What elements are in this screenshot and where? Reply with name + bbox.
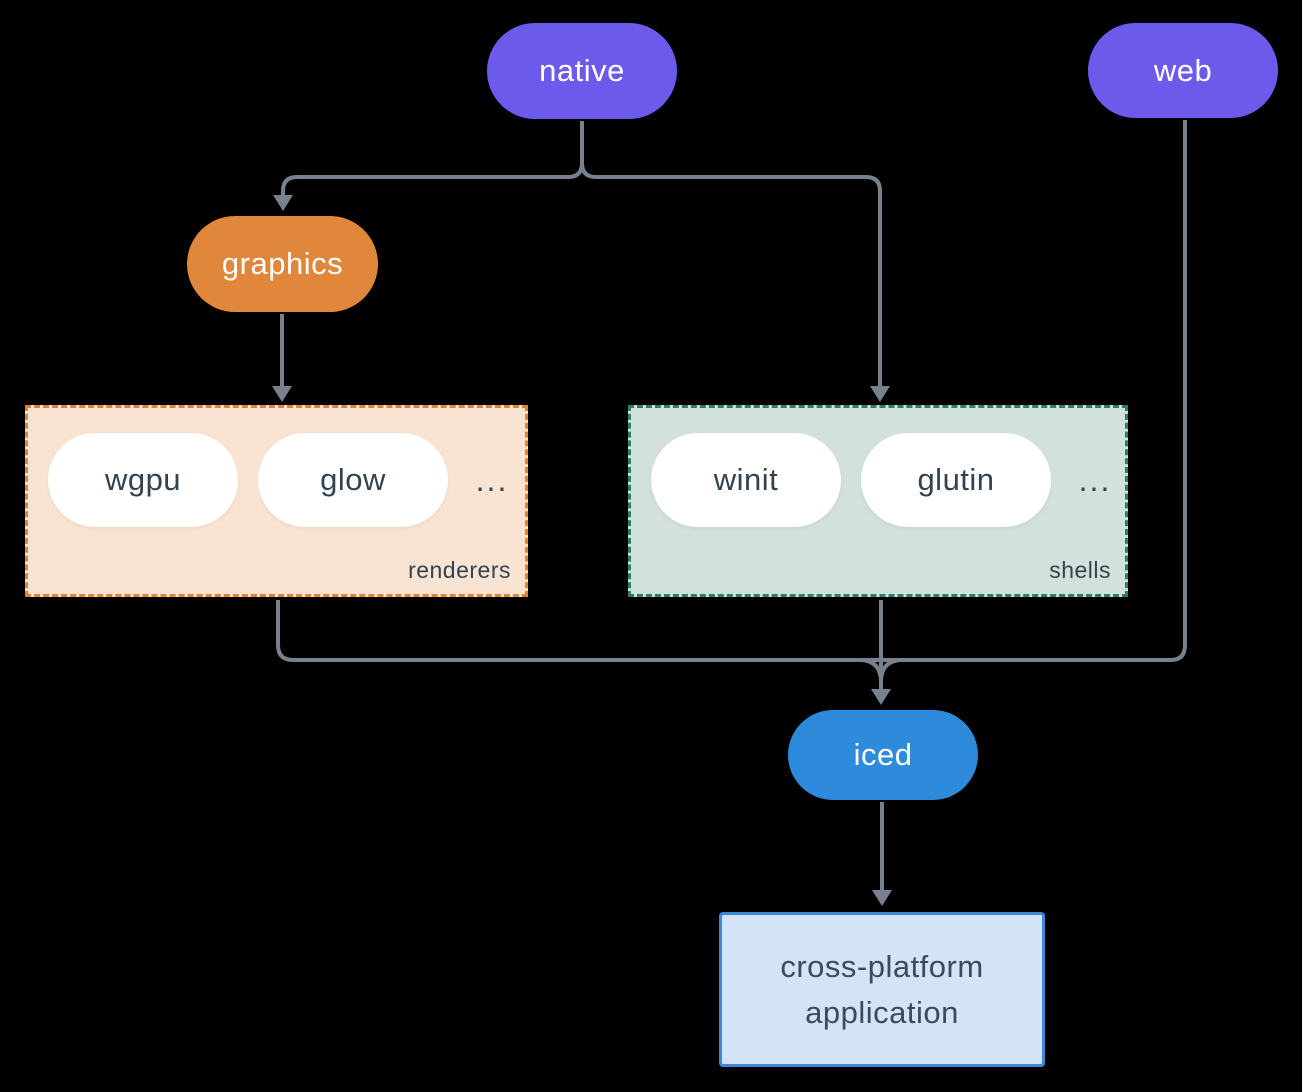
node-graphics-label: graphics — [221, 246, 344, 281]
group-shells: winit glutin ... shells — [628, 405, 1128, 597]
group-renderers: wgpu glow ... renderers — [25, 405, 528, 597]
node-iced: iced — [788, 710, 978, 800]
node-web-label: web — [1153, 52, 1213, 88]
node-winit: winit — [651, 433, 841, 527]
node-native: native — [487, 23, 677, 119]
node-glutin: glutin — [861, 433, 1051, 527]
edge-bus-merge-right — [879, 658, 902, 683]
edge-native-to-graphics — [281, 121, 584, 195]
shells-group-label: shells — [1049, 557, 1111, 583]
node-glutin-label: glutin — [917, 462, 995, 497]
node-graphics: graphics — [187, 216, 378, 312]
edge-native-to-shells — [580, 162, 882, 386]
application-label-line2: application — [805, 994, 959, 1030]
arrowhead-renderers-icon — [272, 386, 292, 402]
node-cross-platform-application: cross-platform application — [719, 912, 1045, 1067]
arrowhead-iced-icon — [871, 689, 891, 705]
renderers-ellipsis: ... — [475, 461, 509, 498]
node-native-label: native — [539, 53, 625, 88]
arrowhead-graphics-icon — [273, 195, 293, 211]
arrowhead-application-icon — [872, 890, 892, 906]
node-glow-label: glow — [320, 462, 386, 497]
node-web: web — [1088, 23, 1278, 118]
node-wgpu: wgpu — [48, 433, 238, 527]
node-winit-label: winit — [713, 462, 779, 497]
node-glow: glow — [258, 433, 448, 527]
application-label-line1: cross-platform — [780, 948, 984, 984]
edge-renderers-web-bus — [276, 120, 1187, 662]
shells-ellipsis: ... — [1078, 461, 1112, 498]
node-iced-label: iced — [853, 737, 913, 772]
node-wgpu-label: wgpu — [104, 462, 182, 497]
edge-bus-merge-left — [860, 658, 883, 683]
renderers-group-label: renderers — [408, 557, 511, 583]
arrowhead-shells-icon — [870, 386, 890, 402]
